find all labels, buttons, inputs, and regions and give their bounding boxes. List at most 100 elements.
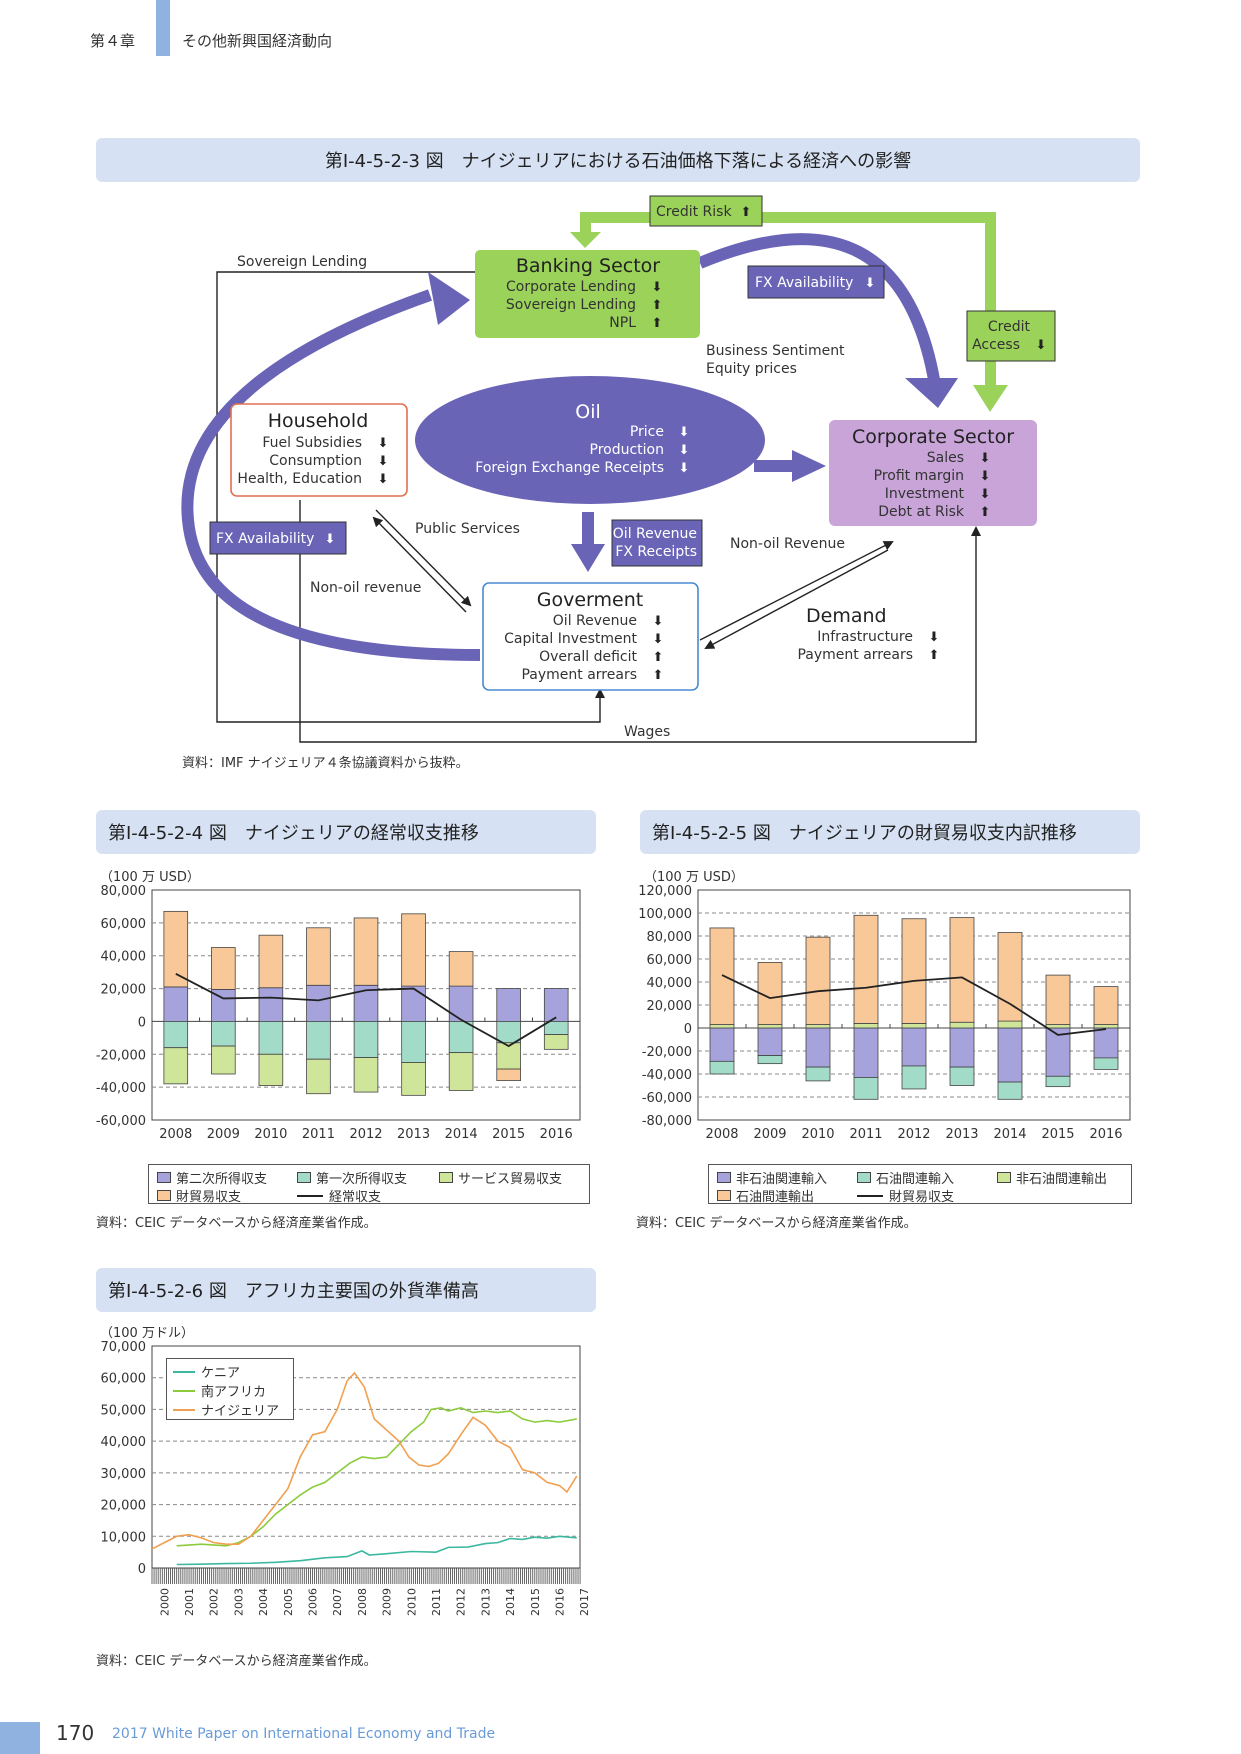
svg-text:⬇: ⬇	[980, 469, 991, 484]
svg-text:⬆: ⬆	[652, 316, 663, 331]
x-tick-label: 2009	[381, 1588, 394, 1616]
bar-segment	[258, 934, 284, 989]
x-tick-label: 2004	[257, 1588, 270, 1616]
svg-text:⬇: ⬇	[679, 461, 690, 476]
svg-text:Corporate Lending: Corporate Lending	[506, 279, 636, 295]
bar-segment	[853, 1022, 879, 1029]
public-services-label: Public Services	[415, 521, 520, 537]
bar-segment	[949, 917, 975, 1023]
svg-text:Fuel Subsidies: Fuel Subsidies	[262, 435, 362, 451]
y-tick-label: -20,000	[642, 1045, 692, 1060]
x-tick-label: 2016	[1089, 1127, 1122, 1142]
y-tick-label: -40,000	[96, 1081, 146, 1096]
fx-availability-top-label: FX Availability	[755, 275, 853, 291]
bar-segment	[757, 1027, 783, 1057]
fig4-source: 資料：CEIC データベースから経済産業省作成。	[96, 1654, 377, 1669]
y-tick-label: 60,000	[101, 917, 147, 932]
fig4-title: 第Ⅰ-4-5-2-6 図 アフリカ主要国の外貨準備高	[96, 1268, 596, 1312]
bar-segment	[997, 1020, 1023, 1029]
x-tick-label: 2011	[302, 1127, 335, 1142]
svg-text:Profit margin: Profit margin	[874, 468, 964, 484]
svg-text:Capital Investment: Capital Investment	[504, 631, 637, 647]
y-tick-label: 80,000	[647, 930, 693, 945]
bar-segment	[949, 1027, 975, 1068]
svg-text:⬆: ⬆	[980, 505, 991, 520]
svg-text:Price: Price	[630, 424, 664, 440]
svg-text:Health, Education: Health, Education	[237, 471, 362, 487]
y-tick-label: 30,000	[101, 1467, 147, 1482]
bar-segment	[448, 985, 474, 1022]
fig4-chart: 70,00060,00050,00040,00030,00020,00010,0…	[101, 1340, 592, 1616]
bar-segment	[1045, 1075, 1071, 1088]
y-tick-label: 0	[138, 1015, 146, 1030]
bar-segment	[258, 1053, 284, 1086]
svg-text:⬇: ⬇	[865, 276, 876, 291]
bar-segment	[211, 1021, 236, 1047]
bar-segment	[353, 1057, 379, 1093]
x-tick-label: 2008	[159, 1127, 192, 1142]
fig3-source: 資料：CEIC データベースから経済産業省作成。	[636, 1216, 917, 1231]
fig4-unit: （100 万ドル）	[100, 1326, 194, 1341]
x-tick-label: 2014	[445, 1127, 478, 1142]
svg-text:⬆: ⬆	[929, 648, 940, 663]
x-tick-label: 2012	[349, 1127, 382, 1142]
svg-text:⬇: ⬇	[325, 532, 336, 547]
bar-segment	[901, 918, 927, 1024]
y-tick-label: 70,000	[101, 1340, 147, 1355]
bar-segment	[853, 914, 879, 1024]
page-number: 170	[56, 1721, 95, 1745]
chapter-title: その他新興国経済動向	[182, 32, 333, 50]
y-tick-label: 10,000	[101, 1530, 147, 1545]
x-tick-label: 2007	[331, 1588, 344, 1616]
y-tick-label: 20,000	[101, 983, 147, 998]
bar-segment	[448, 1021, 474, 1054]
bar-segment	[997, 1081, 1023, 1100]
bar-segment	[211, 1045, 236, 1075]
svg-text:⬇: ⬇	[653, 632, 664, 647]
chapter-accent-bar	[156, 0, 170, 56]
bar-segment	[1045, 974, 1071, 1025]
bar-segment	[496, 988, 521, 1022]
banking-title: Banking Sector	[516, 255, 660, 277]
x-tick-label: 2001	[183, 1588, 196, 1616]
bar-segment	[401, 1062, 426, 1096]
household-node	[230, 403, 408, 497]
svg-text:⬇: ⬇	[378, 454, 389, 469]
bar-segment	[805, 936, 831, 1025]
fig2-chart: 80,00060,00040,00020,0000-20,000-40,000-…	[96, 884, 581, 1142]
bar-segment	[1045, 1027, 1071, 1077]
sovereign-lending-label: Sovereign Lending	[237, 254, 367, 270]
bar-segment	[901, 1022, 927, 1029]
bar-segment	[496, 1021, 521, 1044]
bar-segment	[353, 917, 379, 986]
bar-segment	[853, 1027, 879, 1078]
y-tick-label: -40,000	[642, 1068, 692, 1083]
bar-segment	[805, 1024, 831, 1029]
x-tick-label: 2016	[554, 1588, 567, 1616]
bar-segment	[709, 1024, 735, 1029]
svg-text:Oil Revenue: Oil Revenue	[553, 613, 637, 629]
x-tick-label: 2006	[307, 1588, 320, 1616]
svg-text:Investment: Investment	[885, 486, 965, 502]
svg-text:Overall deficit: Overall deficit	[539, 649, 637, 665]
x-tick-label: 2017	[578, 1588, 591, 1616]
y-tick-label: 60,000	[647, 953, 693, 968]
oil-revenue-label-1: Oil Revenue	[613, 526, 697, 542]
svg-text:⬇: ⬇	[929, 630, 940, 645]
y-tick-label: -20,000	[96, 1048, 146, 1063]
bar-segment	[997, 1027, 1023, 1083]
fig1-source: 資料：IMF ナイジェリア４条協議資料から抜粋。	[182, 756, 469, 771]
bar-segment	[709, 927, 735, 1025]
bar-segment	[901, 1027, 927, 1067]
svg-text:Payment arrears: Payment arrears	[797, 647, 913, 663]
x-tick-label: 2015	[529, 1588, 542, 1616]
fig3-title: 第Ⅰ-4-5-2-5 図 ナイジェリアの財貿易収支内訳推移	[640, 810, 1140, 854]
x-tick-label: 2014	[993, 1127, 1026, 1142]
bar-segment	[1093, 1024, 1119, 1029]
credit-risk-label: Credit Risk	[656, 204, 732, 220]
bar-segment	[805, 1066, 831, 1082]
svg-text:⬆: ⬆	[741, 205, 752, 220]
svg-text:⬇: ⬇	[378, 436, 389, 451]
x-tick-label: 2008	[356, 1588, 369, 1616]
y-tick-label: 100,000	[638, 907, 692, 922]
